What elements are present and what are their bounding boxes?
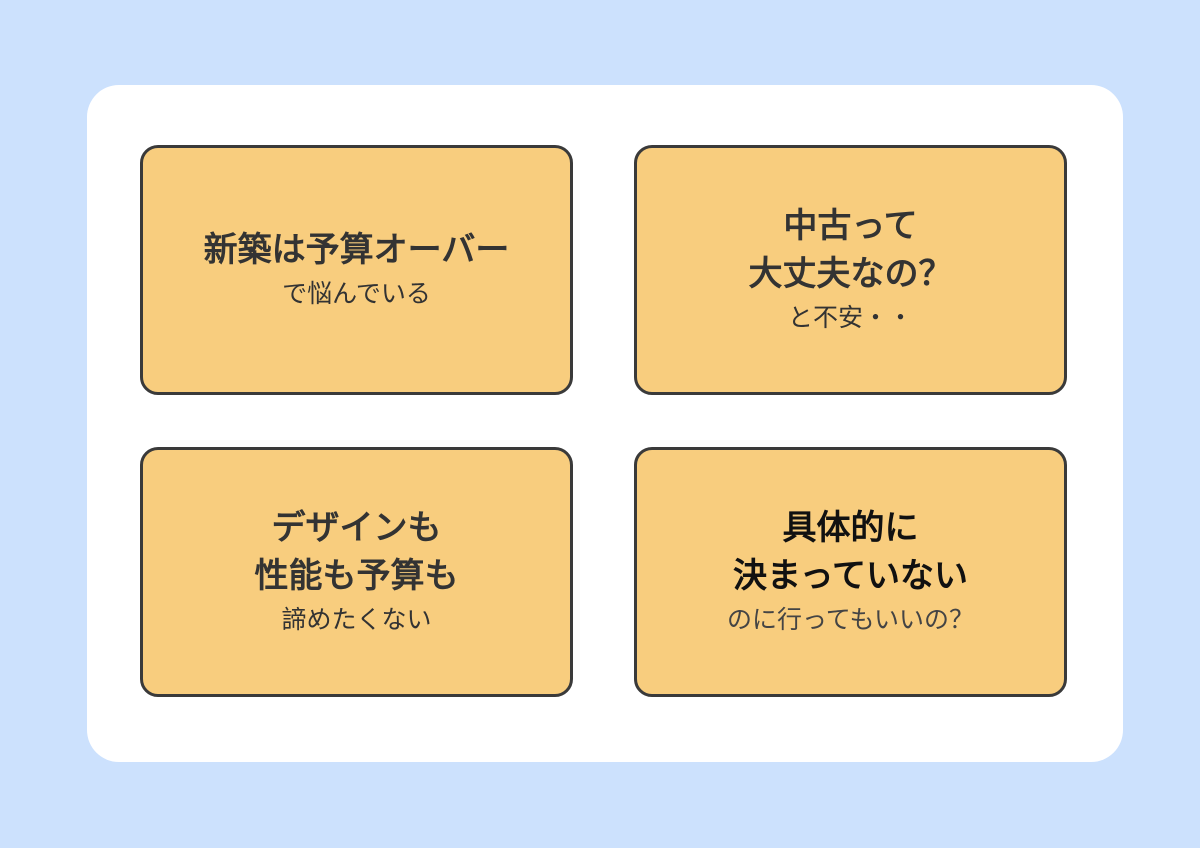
- box-title-line: 性能も予算も: [254, 556, 459, 596]
- concern-box-design: デザインも 性能も予算も 諦めたくない: [140, 447, 573, 697]
- box-subtitle: のに行ってもいいの？: [726, 605, 974, 634]
- box-title-line: 中古って: [783, 206, 918, 246]
- concern-box-used-home: 中古って 大丈夫なの？ と不安・・: [634, 145, 1067, 395]
- concern-box-undecided: 具体的に 決まっていない のに行ってもいいの？: [634, 447, 1067, 697]
- box-subtitle: 諦めたくない: [281, 605, 432, 634]
- box-subtitle: と不安・・: [787, 303, 913, 332]
- box-subtitle: で悩んでいる: [282, 279, 431, 308]
- box-title-line: 新築は予算オーバー: [203, 230, 510, 270]
- box-title-line: 決まっていない: [733, 556, 968, 596]
- box-title-line: 具体的に: [782, 508, 919, 548]
- concern-box-budget: 新築は予算オーバー で悩んでいる: [140, 145, 573, 395]
- box-title-line: デザインも: [271, 508, 442, 548]
- box-title-line: 大丈夫なの？: [748, 254, 953, 294]
